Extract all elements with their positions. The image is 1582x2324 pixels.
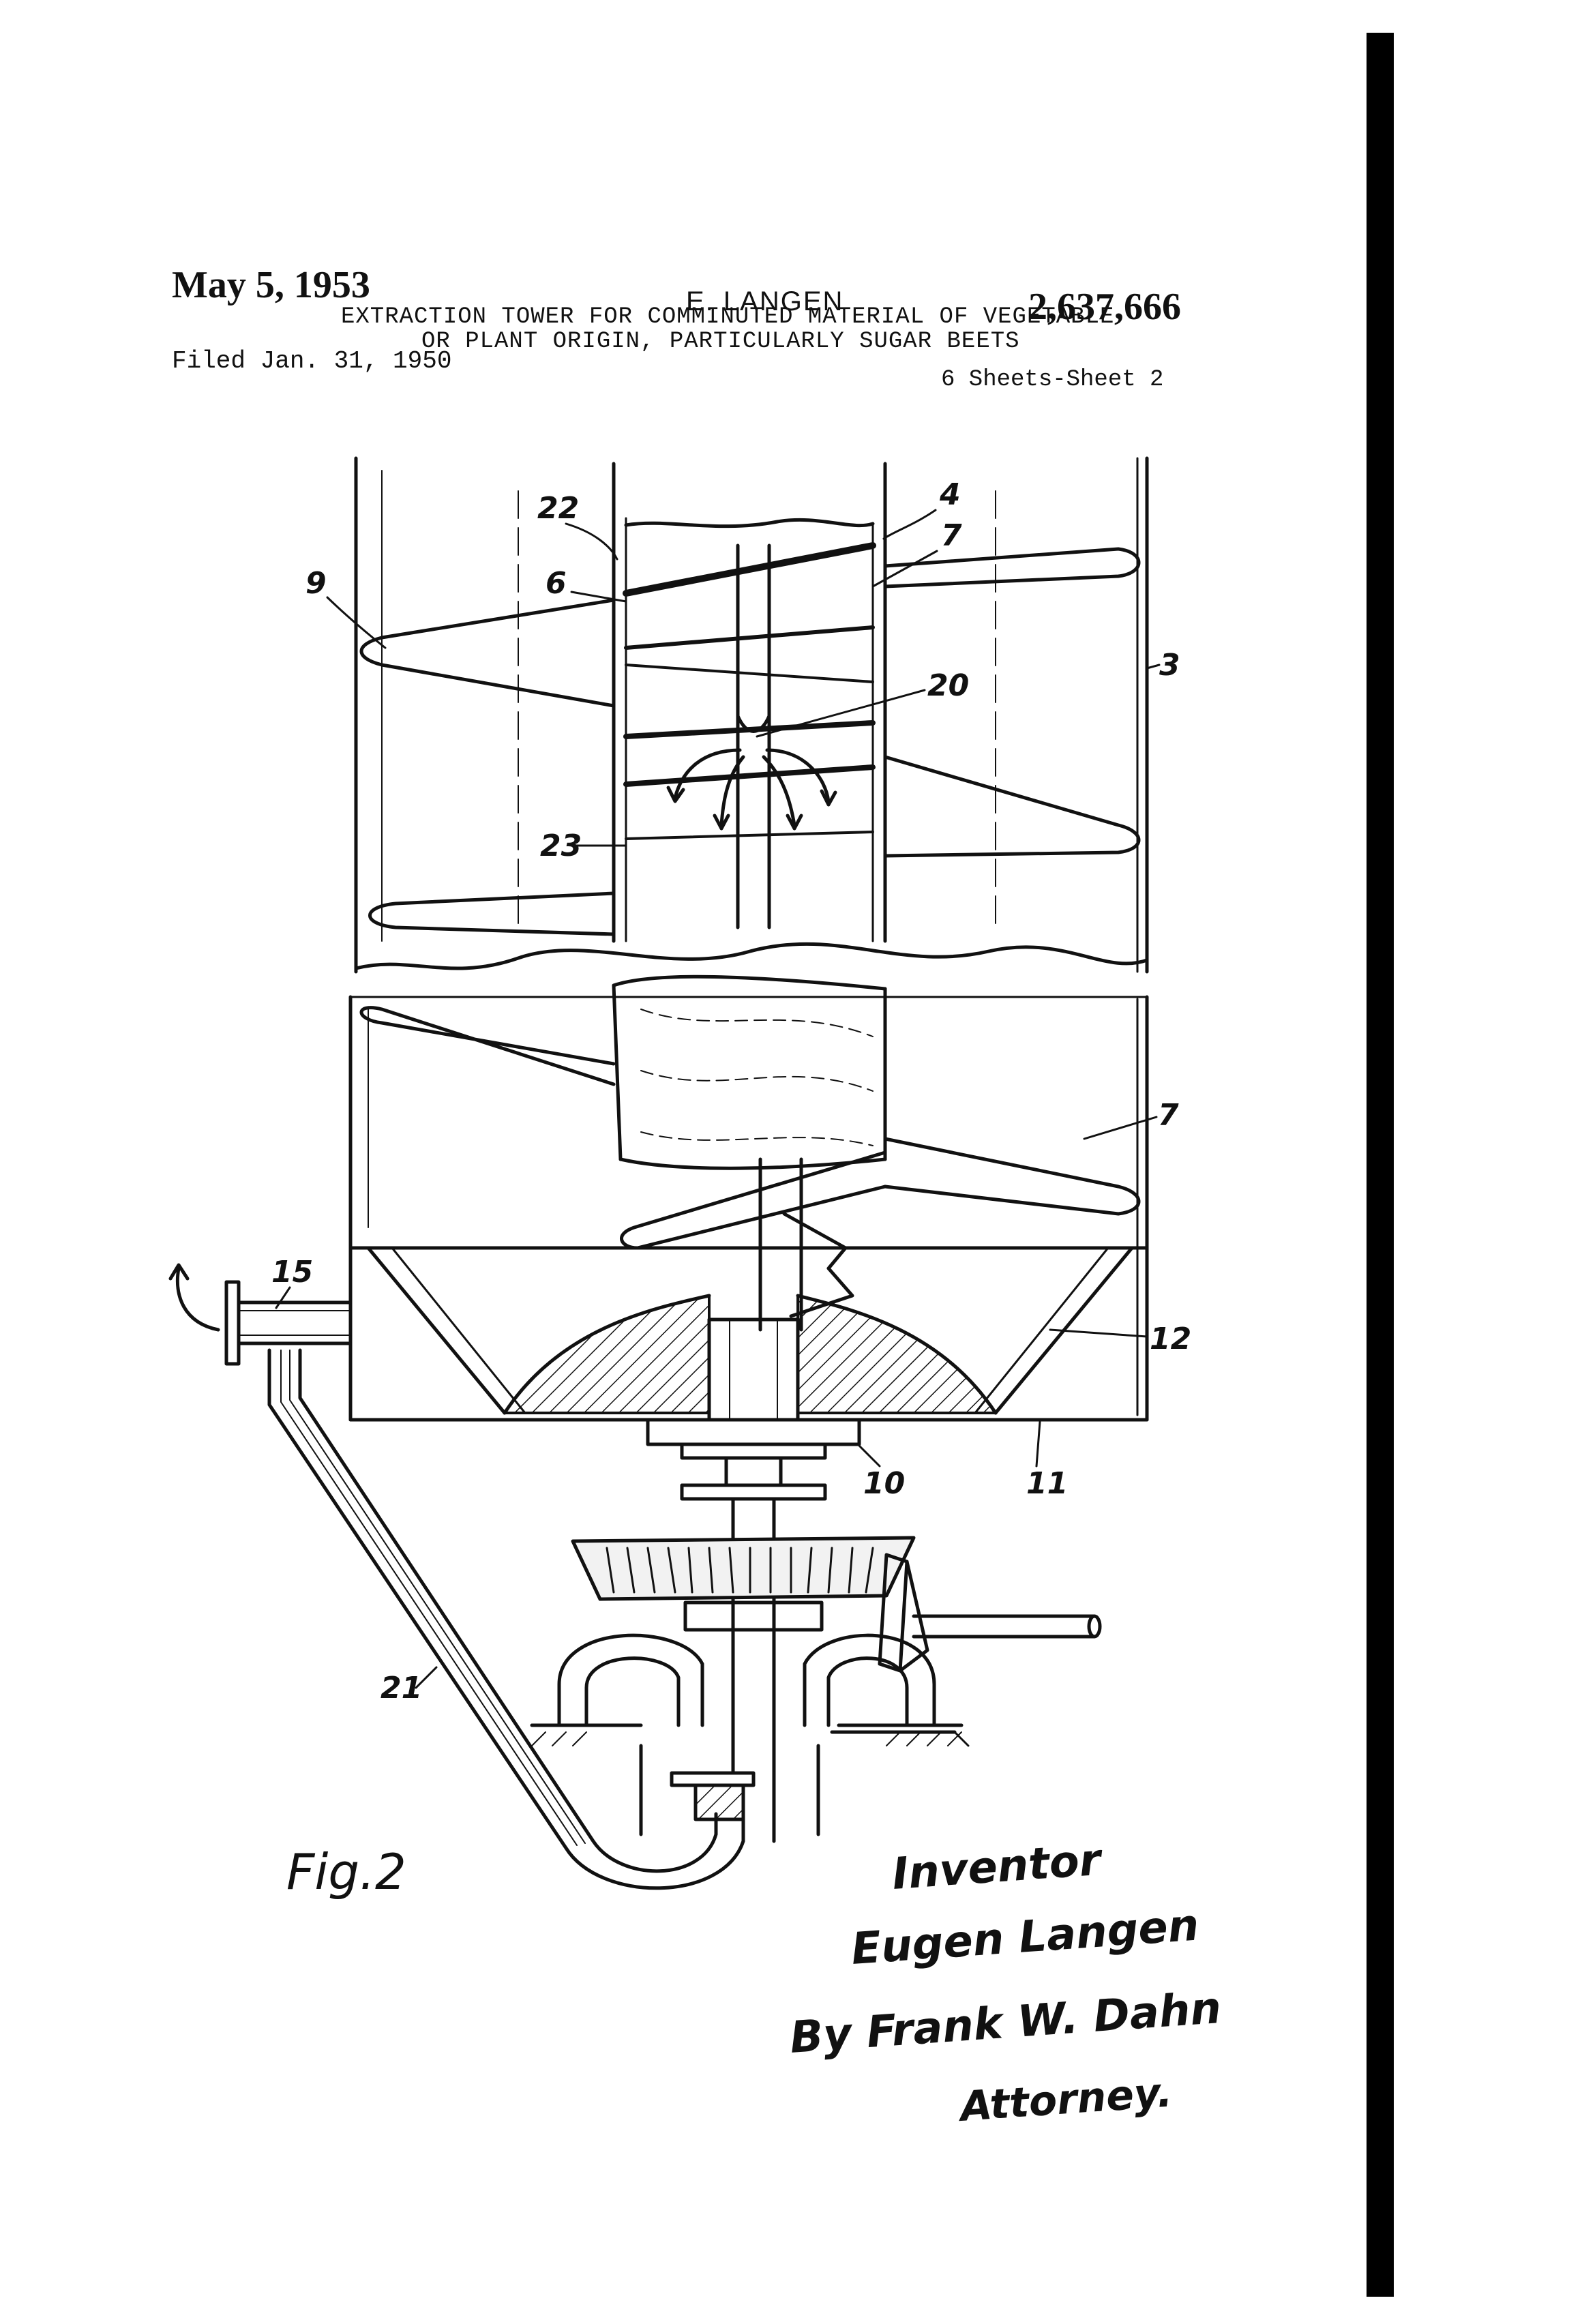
upper-tower-section bbox=[354, 456, 1149, 974]
signature-attorney-label: Attorney. bbox=[956, 2068, 1174, 2131]
leader-lines bbox=[275, 509, 1161, 1689]
inventor-name: E. LANGEN bbox=[686, 286, 844, 316]
signature-inventor-name: Eugen Langen bbox=[850, 1901, 1201, 1975]
signature-block: Inventor Eugen Langen By Frank W. Dahn A… bbox=[788, 1835, 1223, 2132]
ref-11: 11 bbox=[1026, 1466, 1068, 1501]
signature-attorney: By Frank W. Dahn bbox=[788, 1983, 1223, 2064]
ref-12: 12 bbox=[1150, 1322, 1191, 1356]
ref-4: 4 bbox=[939, 477, 961, 512]
patent-number: 2,637,666 bbox=[1028, 286, 1181, 328]
scan-edge-bar bbox=[1367, 33, 1394, 2297]
ref-6: 6 bbox=[546, 566, 567, 601]
ref-10: 10 bbox=[863, 1466, 905, 1501]
title-line-2: OR PLANT ORIGIN, PARTICULARLY SUGAR BEET… bbox=[421, 329, 1020, 355]
title-line-1: EXTRACTION TOWER FOR COMMINUTED MATERIAL… bbox=[341, 304, 1115, 330]
signature-inventor-label: Inventor bbox=[891, 1835, 1105, 1900]
ref-7b: 7 bbox=[1158, 1098, 1179, 1133]
ref-20: 20 bbox=[927, 668, 969, 703]
ref-7a: 7 bbox=[941, 518, 962, 553]
drive-assembly bbox=[530, 1456, 1102, 1843]
reference-numerals: 22 4 7 9 6 3 20 23 7 15 12 10 11 21 bbox=[271, 477, 1191, 1705]
figure-caption: Fig.2 bbox=[286, 1843, 406, 1901]
ref-22: 22 bbox=[537, 491, 579, 526]
filed-date: Filed Jan. 31, 1950 bbox=[172, 347, 452, 375]
ref-9: 9 bbox=[305, 566, 327, 601]
piping bbox=[168, 1263, 745, 1890]
ref-3: 3 bbox=[1159, 648, 1180, 683]
ref-15: 15 bbox=[271, 1255, 313, 1290]
sheet-count: 6 Sheets-Sheet 2 bbox=[941, 367, 1164, 393]
patent-date: May 5, 1953 bbox=[172, 264, 370, 306]
lower-tower-section bbox=[348, 974, 1149, 1460]
